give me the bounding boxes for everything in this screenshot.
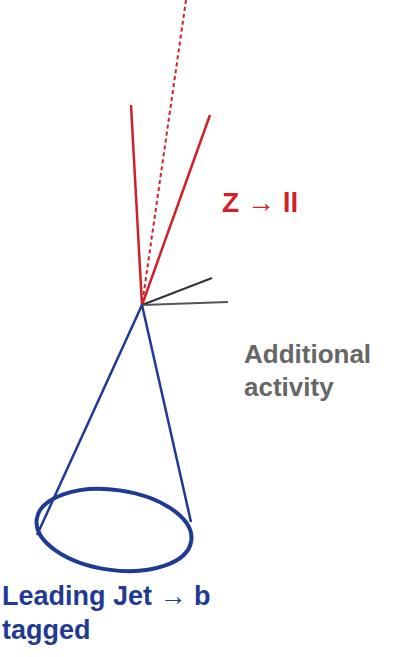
lepton-line [131, 105, 142, 305]
activity-line [142, 278, 212, 305]
jet-cone-edge [142, 305, 191, 522]
boson-label: Z → ll [222, 185, 362, 220]
activity-line [142, 302, 228, 305]
missing-lepton-line [142, 0, 186, 305]
activity-label: Additional activity [244, 338, 406, 403]
jet-label: Leading Jet → b tagged [2, 580, 262, 648]
jet-cone-ellipse [31, 480, 197, 581]
lepton-line [142, 115, 210, 305]
